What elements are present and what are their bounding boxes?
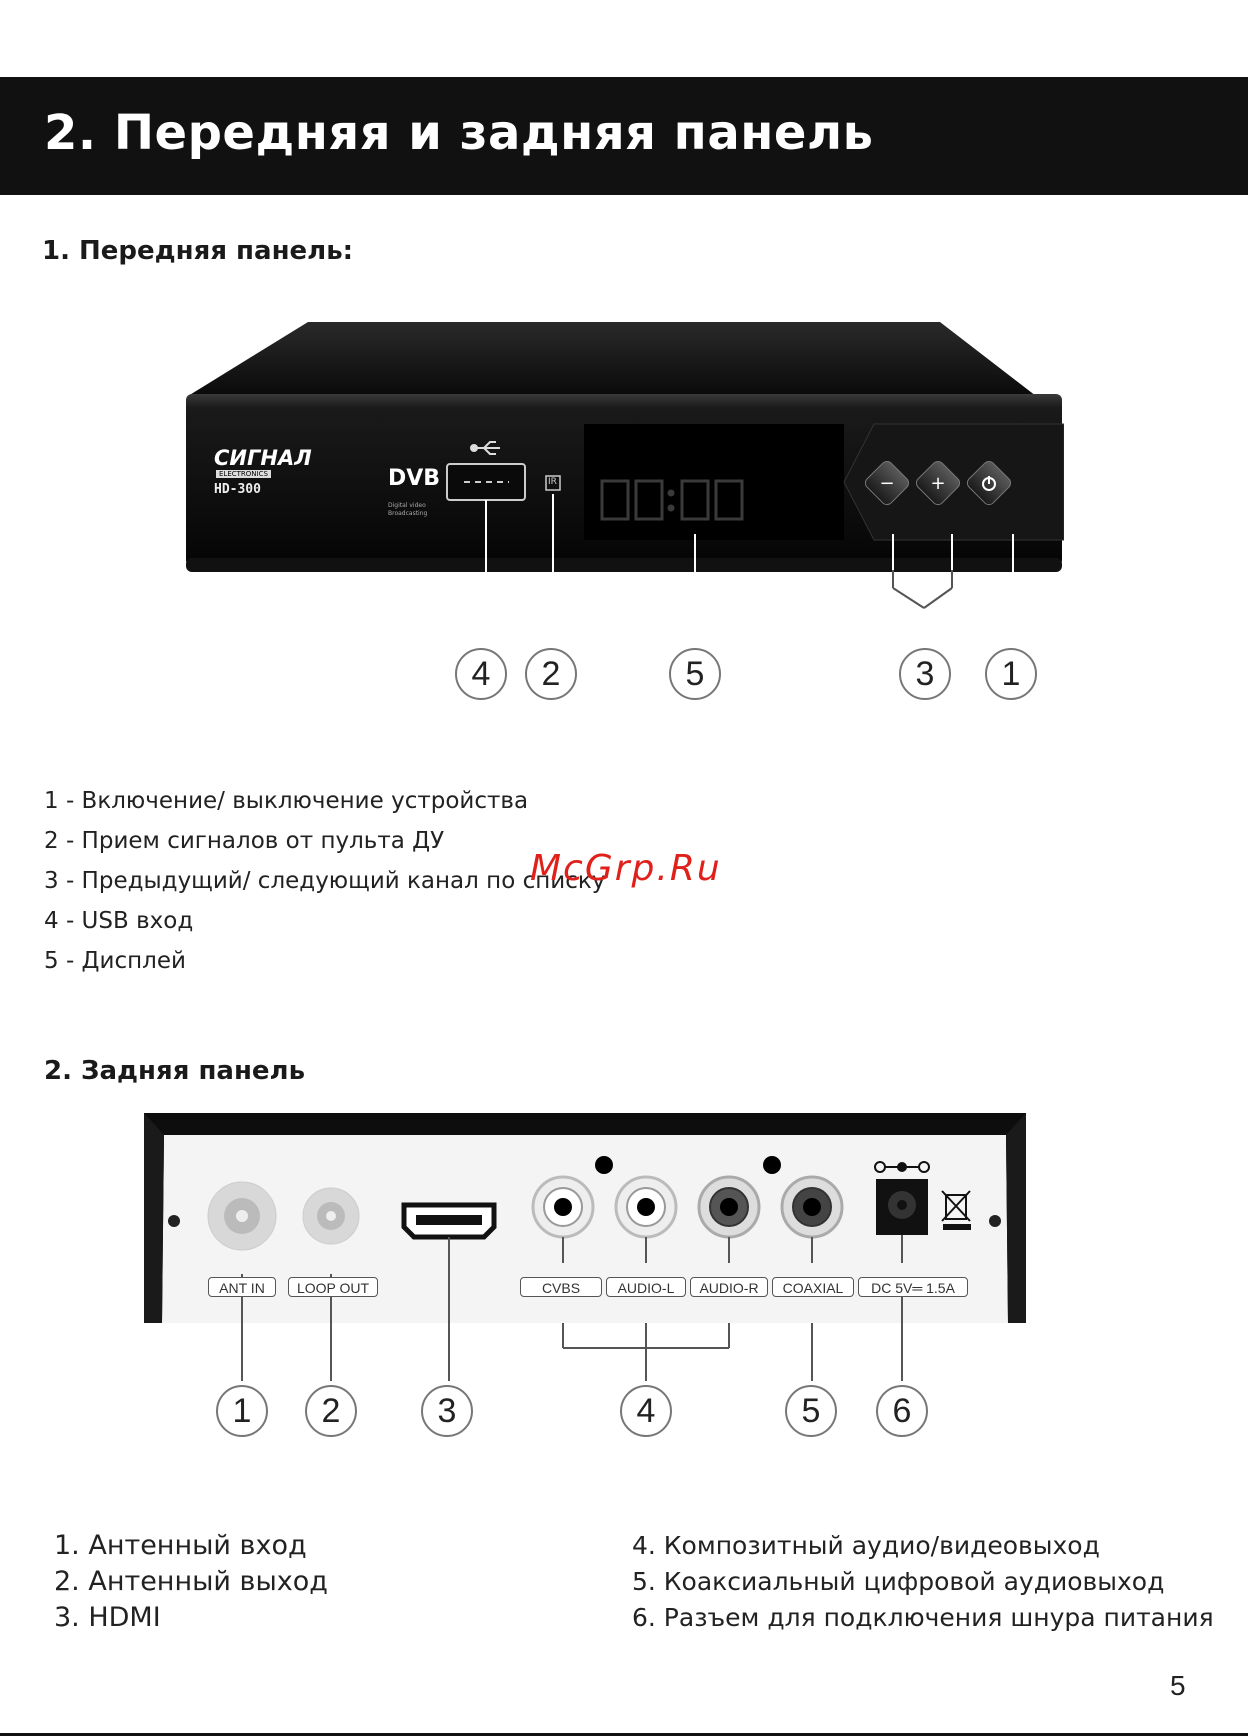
- rear-item-5: 5. Коаксиальный цифровой аудиовыход: [632, 1567, 1165, 1596]
- power-button[interactable]: [965, 459, 1013, 507]
- brand-sub: ELECTRONICS: [216, 470, 271, 478]
- front-callout-2: 2: [525, 648, 577, 700]
- rear-items-left: 1. Антенный вход 2. Антенный выход 3. HD…: [54, 1528, 328, 1636]
- rear-leaders: [241, 1323, 903, 1381]
- audio-r-port[interactable]: [697, 1175, 761, 1239]
- plus-icon: +: [930, 473, 945, 494]
- label-loop-out: LOOP OUT: [288, 1277, 378, 1297]
- rear-callout-5: 5: [785, 1385, 837, 1437]
- dvb-sub-line2: Broadcasting: [388, 510, 428, 517]
- label-coaxial: COAXIAL: [772, 1277, 854, 1297]
- device-base: [186, 558, 1062, 572]
- usb-icon: [470, 441, 500, 455]
- device-top: [188, 322, 1036, 396]
- ir-label: IR: [548, 477, 557, 487]
- front-item-2: 2 - Прием сигналов от пульта ДУ: [44, 828, 445, 854]
- rear-callout-2: 2: [305, 1385, 357, 1437]
- rear-panel-heading: 2. Задняя панель: [44, 1056, 306, 1086]
- rear-callout-1: 1: [216, 1385, 268, 1437]
- ant-in-port[interactable]: [207, 1181, 277, 1251]
- rear-callout-6: 6: [876, 1385, 928, 1437]
- label-audio-r: AUDIO-R: [690, 1277, 768, 1297]
- label-audio-l: AUDIO-L: [606, 1277, 686, 1297]
- dvb-logo: DVB: [388, 466, 441, 491]
- dvb-sub: Digital video Broadcasting: [388, 502, 427, 518]
- label-cvbs: CVBS: [520, 1277, 602, 1297]
- front-panel-heading: 1. Передняя панель:: [42, 236, 354, 266]
- page-title: 2. Передняя и задняя панель: [44, 105, 874, 161]
- front-item-4: 4 - USB вход: [44, 908, 194, 934]
- brand-logo: СИГНАЛ: [214, 446, 312, 470]
- front-panel-svg: − +: [186, 322, 1065, 598]
- rear-item-4: 4. Композитный аудио/видеовыход: [632, 1531, 1100, 1560]
- rear-item-3: 3. HDMI: [54, 1602, 161, 1633]
- front-callout-3: 3: [899, 648, 951, 700]
- front-items-list: 1 - Включение/ выключение устройства 2 -…: [44, 781, 605, 981]
- label-dc: DC 5V═ 1.5A: [858, 1277, 968, 1297]
- bottom-rule: [0, 1733, 1248, 1736]
- rear-panel-illustration: ANT IN LOOP OUT CVBS AUDIO-L AUDIO-R COA…: [144, 1113, 1026, 1323]
- cvbs-port[interactable]: [531, 1175, 595, 1239]
- rear-items-right: 4. Композитный аудио/видеовыход 5. Коакс…: [632, 1528, 1214, 1636]
- front-callout-1: 1: [985, 648, 1037, 700]
- front-callout-4: 4: [455, 648, 507, 700]
- audio-l-port[interactable]: [614, 1175, 678, 1239]
- front-callout-5: 5: [669, 648, 721, 700]
- rear-item-1: 1. Антенный вход: [54, 1530, 307, 1561]
- rear-callout-3: 3: [421, 1385, 473, 1437]
- section-header-band: 2. Передняя и задняя панель: [0, 77, 1248, 195]
- display-digits: [600, 479, 744, 521]
- loop-out-port[interactable]: [302, 1187, 360, 1245]
- plus-button[interactable]: +: [914, 459, 962, 507]
- front-panel-illustration: − + СИГНАЛ ELECTRONICS HD-: [184, 318, 1065, 608]
- rear-callout-4: 4: [620, 1385, 672, 1437]
- front-item-1: 1 - Включение/ выключение устройства: [44, 788, 529, 814]
- watermark: McGrp.Ru: [530, 848, 722, 889]
- dvb-sub-line1: Digital video: [388, 502, 426, 509]
- polarity-icon: [874, 1161, 930, 1173]
- model-label: HD-300: [214, 482, 261, 497]
- front-item-5: 5 - Дисплей: [44, 948, 186, 974]
- coaxial-port[interactable]: [780, 1175, 844, 1239]
- front-item-3: 3 - Предыдущий/ следующий канал по списк…: [44, 868, 606, 894]
- ir-sensor: [545, 475, 561, 491]
- rear-item-2: 2. Антенный выход: [54, 1566, 328, 1597]
- minus-icon: −: [879, 473, 894, 494]
- rear-panel-svg: [144, 1113, 1026, 1323]
- page-number: 5: [1170, 1670, 1186, 1701]
- label-ant-in: ANT IN: [208, 1277, 276, 1297]
- minus-button[interactable]: −: [863, 459, 911, 507]
- callout-bracket-3: [892, 570, 953, 609]
- weee-bin-icon: [941, 1190, 971, 1230]
- rear-item-6: 6. Разъем для подключения шнура питания: [632, 1603, 1214, 1632]
- dc-power-port[interactable]: [876, 1179, 928, 1235]
